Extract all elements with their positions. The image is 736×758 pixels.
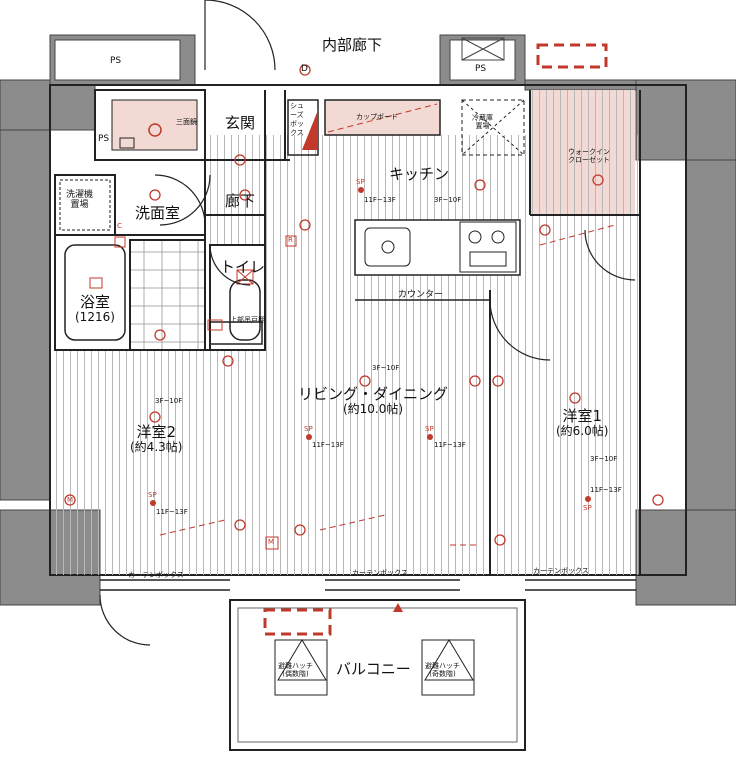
label-hatch-odd-line1: 避難ハッチ xyxy=(425,662,460,670)
cupboard-frame xyxy=(324,99,441,136)
interior-walls xyxy=(54,89,641,575)
marker-d: D xyxy=(301,64,308,74)
label-fridge-line2: 置場 xyxy=(475,122,490,131)
label-shoes-box: シューズボックス xyxy=(290,102,304,137)
label-washer: 洗濯機 置場 xyxy=(66,190,93,211)
label-hatch-odd-line2: (奇数階) xyxy=(429,670,456,679)
label-ps-left: PS xyxy=(98,134,110,144)
label-ldk: リビング・ダイニング (約10.0帖) xyxy=(298,385,449,417)
label-washroom: 洗面室 xyxy=(135,204,181,222)
range-room2-2: 11F~13F xyxy=(156,508,188,516)
label-ps-top-left: PS xyxy=(110,56,122,66)
floor-hallway xyxy=(205,135,265,245)
label-walkin-line1: ウォークイン xyxy=(568,148,610,156)
range-kitchen-2: 3F~10F xyxy=(434,196,462,204)
label-fridge: 冷蔵庫 置場 xyxy=(472,114,493,130)
label-mirror: 三面鏡 xyxy=(176,118,197,126)
toilet-fixture xyxy=(229,279,261,341)
label-counter: カウンター xyxy=(398,290,444,300)
label-hatch-even: 避難ハッチ (偶数階) xyxy=(278,662,313,678)
sp-room2: SP xyxy=(148,491,157,499)
floor-room2 xyxy=(55,350,265,575)
sp-kitchen: SP xyxy=(356,178,365,186)
label-kitchen: キッチン xyxy=(389,165,450,183)
sp-room1: SP xyxy=(583,504,592,512)
label-fridge-line1: 冷蔵庫 xyxy=(472,114,493,122)
label-walkin: ウォークイン クローゼット xyxy=(568,148,610,164)
label-ldk-name: リビング・ダイニング xyxy=(298,385,449,403)
sp-ldk-left: SP xyxy=(304,425,313,433)
label-washer-line1: 洗濯機 xyxy=(66,190,94,200)
label-room1-size: (約6.0帖) xyxy=(556,424,609,439)
label-balcony: バルコニー xyxy=(336,660,411,678)
label-hallway: 廊下 xyxy=(225,192,256,210)
washroom-sink xyxy=(111,99,198,151)
label-cupboard: カップボード xyxy=(356,113,398,121)
label-toilet: トイレ xyxy=(220,258,266,276)
label-room2-name: 洋室2 xyxy=(136,423,176,441)
marker-r: R xyxy=(288,236,293,244)
balcony-area xyxy=(229,599,526,751)
label-hatch-odd: 避難ハッチ (奇数階) xyxy=(425,662,460,678)
marker-m-center: M xyxy=(268,538,275,546)
sp-ldk-right: SP xyxy=(425,425,434,433)
range-room2-1: 3F~10F xyxy=(155,397,183,405)
label-room1: 洋室1 (約6.0帖) xyxy=(556,407,609,439)
label-ps-top-right: PS xyxy=(475,64,487,74)
range-ldk-right: 11F~13F xyxy=(434,441,466,449)
label-hatch-even-line1: 避難ハッチ xyxy=(278,662,313,670)
fridge-frame xyxy=(461,99,525,156)
label-washer-line2: 置場 xyxy=(70,200,89,211)
range-ldk-left: 11F~13F xyxy=(312,441,344,449)
range-room1-1: 3F~10F xyxy=(590,455,618,463)
range-ldk-top: 3F~10F xyxy=(372,364,400,372)
label-room2-size: (約4.3帖) xyxy=(130,440,183,455)
range-kitchen-1: 11F~13F xyxy=(364,196,396,204)
floor-bath xyxy=(130,240,205,350)
label-curtain-box-3: カーテンボックス xyxy=(533,567,589,575)
label-entrance: 玄関 xyxy=(225,114,256,132)
label-ldk-size: (約10.0帖) xyxy=(342,402,404,417)
dashed-red-box-top xyxy=(536,43,608,69)
label-hatch-even-line2: (偶数階) xyxy=(282,670,309,679)
dashed-red-box-balcony xyxy=(263,608,332,636)
label-curtain-box-1: カーテンボックス xyxy=(128,571,184,579)
label-room2: 洋室2 (約4.3帖) xyxy=(130,423,183,455)
label-bath-name: 浴室 xyxy=(79,293,110,311)
label-room1-name: 洋室1 xyxy=(562,407,602,425)
label-internal-corridor: 内部廊下 xyxy=(322,36,383,54)
ps-box-top-left xyxy=(54,39,181,81)
range-room1-2: 11F~13F xyxy=(590,486,622,494)
label-walkin-line2: クローゼット xyxy=(568,156,610,165)
marker-c: C xyxy=(117,222,122,230)
label-upper-cabinet: 上部吊戸棚 xyxy=(230,316,265,324)
label-bath-size: (1216) xyxy=(75,310,115,325)
marker-m-left: M xyxy=(67,496,74,504)
label-curtain-box-2: カーテンボックス xyxy=(352,569,408,577)
label-bath: 浴室 (1216) xyxy=(75,293,115,325)
bathtub xyxy=(64,244,126,341)
